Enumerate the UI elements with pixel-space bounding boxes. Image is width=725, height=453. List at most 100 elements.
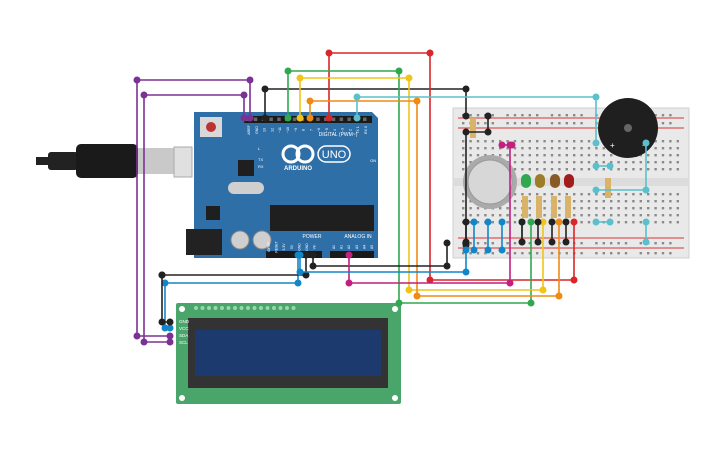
- wire-endpoint[interactable]: [518, 218, 526, 226]
- wire-bend[interactable]: [353, 93, 361, 101]
- wire-endpoint[interactable]: [296, 114, 304, 122]
- wire-bend[interactable]: [395, 67, 403, 75]
- wire-endpoint[interactable]: [246, 114, 254, 122]
- wire-endpoint[interactable]: [470, 246, 478, 254]
- wire[interactable]: [328, 52, 575, 281]
- wire-bend[interactable]: [506, 279, 514, 287]
- wire-endpoint[interactable]: [240, 114, 248, 122]
- wire-endpoint[interactable]: [296, 251, 304, 259]
- wire-bend[interactable]: [306, 97, 314, 105]
- wire[interactable]: [356, 96, 597, 143]
- wire-bend[interactable]: [284, 67, 292, 75]
- wire-endpoint[interactable]: [518, 238, 526, 246]
- wire-endpoint[interactable]: [592, 186, 600, 194]
- wire-endpoint[interactable]: [158, 271, 166, 279]
- wire-endpoint[interactable]: [534, 238, 542, 246]
- wire[interactable]: [299, 77, 544, 291]
- wire-bend[interactable]: [345, 279, 353, 287]
- wire-bend[interactable]: [413, 292, 421, 300]
- wire-bend[interactable]: [462, 85, 470, 93]
- wire-bend[interactable]: [555, 292, 563, 300]
- wire-bend[interactable]: [443, 262, 451, 270]
- wire-endpoint[interactable]: [443, 239, 451, 247]
- wire-bend[interactable]: [462, 268, 470, 276]
- wire-endpoint[interactable]: [484, 218, 492, 226]
- wire-bend[interactable]: [161, 324, 169, 332]
- wire-endpoint[interactable]: [498, 246, 506, 254]
- wire-endpoint[interactable]: [562, 238, 570, 246]
- wire-endpoint[interactable]: [470, 218, 478, 226]
- wire-bend[interactable]: [140, 91, 148, 99]
- wire-endpoint[interactable]: [498, 141, 506, 149]
- wire-bend[interactable]: [158, 318, 166, 326]
- wire-endpoint[interactable]: [284, 114, 292, 122]
- wire-bend[interactable]: [527, 299, 535, 307]
- wire-endpoint[interactable]: [539, 218, 547, 226]
- wire-endpoint[interactable]: [592, 218, 600, 226]
- wire-endpoint[interactable]: [534, 218, 542, 226]
- wire-bend[interactable]: [462, 128, 470, 136]
- wire-endpoint[interactable]: [166, 318, 174, 326]
- wire-endpoint[interactable]: [498, 218, 506, 226]
- wire-bend[interactable]: [261, 85, 269, 93]
- wire-endpoint[interactable]: [484, 112, 492, 120]
- wire-bend[interactable]: [405, 74, 413, 82]
- wire-endpoint[interactable]: [166, 338, 174, 346]
- wire-endpoint[interactable]: [642, 139, 650, 147]
- wire-bend[interactable]: [309, 262, 317, 270]
- wire-bend[interactable]: [325, 49, 333, 57]
- wire-bend[interactable]: [140, 338, 148, 346]
- wire-bend[interactable]: [240, 91, 248, 99]
- wire-endpoint[interactable]: [642, 218, 650, 226]
- wire[interactable]: [465, 116, 489, 245]
- wire-bend[interactable]: [302, 271, 310, 279]
- wire-endpoint[interactable]: [309, 251, 317, 259]
- wire-endpoint[interactable]: [166, 332, 174, 340]
- wire-endpoint[interactable]: [555, 218, 563, 226]
- wire[interactable]: [299, 250, 467, 273]
- wire-bend[interactable]: [405, 286, 413, 294]
- wire-bend[interactable]: [592, 93, 600, 101]
- wire-bend[interactable]: [539, 286, 547, 294]
- wire-endpoint[interactable]: [345, 251, 353, 259]
- wire-bend[interactable]: [161, 279, 169, 287]
- wire-endpoint[interactable]: [462, 112, 470, 120]
- wire-bend[interactable]: [246, 76, 254, 84]
- wire-endpoint[interactable]: [353, 114, 361, 122]
- wire-bend[interactable]: [642, 186, 650, 194]
- wire-endpoint[interactable]: [562, 218, 570, 226]
- wire-bend[interactable]: [570, 276, 578, 284]
- wire-bend[interactable]: [294, 279, 302, 287]
- wire-bend[interactable]: [296, 268, 304, 276]
- wire[interactable]: [312, 243, 448, 267]
- wire-endpoint[interactable]: [570, 218, 578, 226]
- wire-endpoint[interactable]: [462, 246, 470, 254]
- wire[interactable]: [264, 88, 467, 118]
- wire-bend[interactable]: [426, 276, 434, 284]
- reset-button[interactable]: [206, 122, 216, 132]
- wire-bend[interactable]: [395, 299, 403, 307]
- wire-bend[interactable]: [133, 332, 141, 340]
- wire-bend[interactable]: [413, 97, 421, 105]
- wire-endpoint[interactable]: [261, 114, 269, 122]
- wire-endpoint[interactable]: [462, 218, 470, 226]
- wire-endpoint[interactable]: [592, 139, 600, 147]
- wire-bend[interactable]: [426, 49, 434, 57]
- wire-bend[interactable]: [296, 74, 304, 82]
- wire-endpoint[interactable]: [166, 324, 174, 332]
- wire-endpoint[interactable]: [462, 238, 470, 246]
- wire-endpoint[interactable]: [508, 141, 516, 149]
- wire-bend[interactable]: [133, 76, 141, 84]
- wire-endpoint[interactable]: [548, 238, 556, 246]
- wire-bend[interactable]: [484, 128, 492, 136]
- wire[interactable]: [348, 145, 511, 284]
- wire-endpoint[interactable]: [606, 218, 614, 226]
- wire-endpoint[interactable]: [484, 246, 492, 254]
- wire-endpoint[interactable]: [548, 218, 556, 226]
- wire-endpoint[interactable]: [642, 238, 650, 246]
- wire-endpoint[interactable]: [527, 218, 535, 226]
- wire-endpoint[interactable]: [302, 251, 310, 259]
- wire-endpoint[interactable]: [306, 114, 314, 122]
- wire-endpoint[interactable]: [606, 162, 614, 170]
- wire-endpoint[interactable]: [325, 114, 333, 122]
